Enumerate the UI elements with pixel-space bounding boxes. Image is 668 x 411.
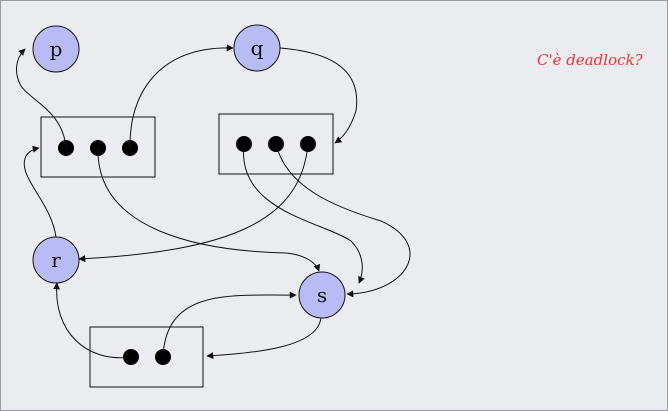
process-circle-r bbox=[32, 236, 80, 284]
process-node-r: r bbox=[32, 236, 80, 284]
edge-r2-to-r bbox=[78, 143, 309, 263]
edge-r1-to-p bbox=[16, 48, 67, 149]
edge-r-to-r1 bbox=[23, 145, 57, 238]
deadlock-question: C'è deadlock? bbox=[537, 51, 644, 69]
process-label-s: s bbox=[317, 283, 327, 307]
edge-r2-to-s-b bbox=[275, 143, 411, 298]
resource-box-r1 bbox=[40, 116, 156, 178]
process-label-q: q bbox=[251, 36, 264, 60]
edge-q-to-r2 bbox=[279, 47, 358, 144]
process-circle-s bbox=[298, 271, 346, 319]
edge-s-to-r3 bbox=[206, 316, 322, 360]
edge-r1-to-s bbox=[97, 147, 321, 272]
process-node-s: s bbox=[298, 271, 346, 319]
process-node-p: p bbox=[32, 25, 80, 73]
process-circle-p bbox=[32, 25, 80, 73]
resource-box-r2 bbox=[218, 113, 334, 175]
process-label-p: p bbox=[50, 37, 63, 61]
edge-r3-to-r bbox=[52, 282, 132, 359]
edge-r3-to-s bbox=[162, 291, 297, 358]
process-circle-q bbox=[233, 24, 281, 72]
process-label-r: r bbox=[51, 248, 61, 272]
process-node-q: q bbox=[233, 24, 281, 72]
edge-r1-to-q bbox=[129, 44, 234, 149]
resource-box-r3 bbox=[89, 326, 204, 388]
edge-r2-to-s-a bbox=[243, 143, 365, 284]
